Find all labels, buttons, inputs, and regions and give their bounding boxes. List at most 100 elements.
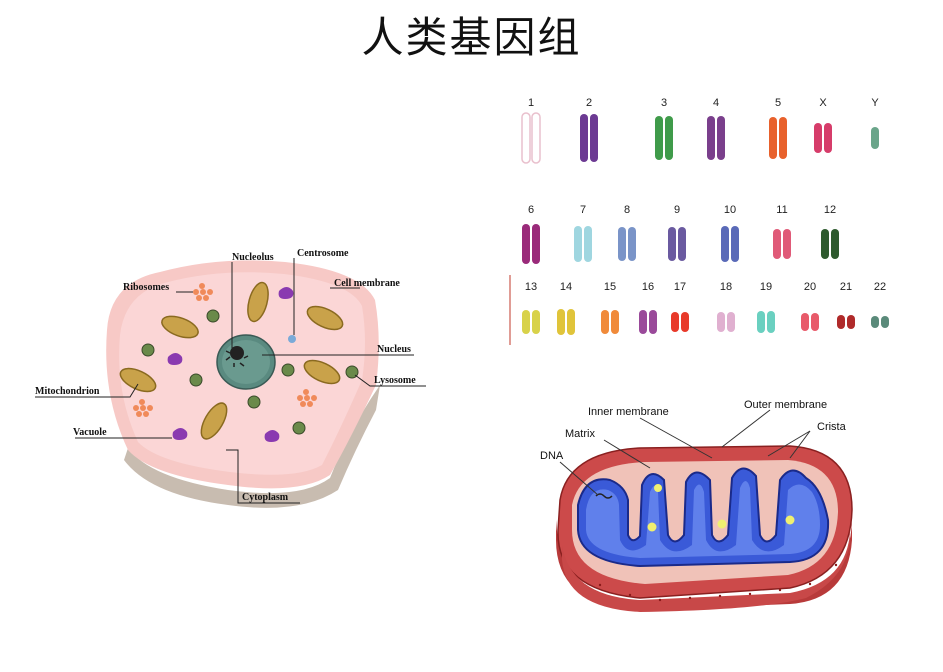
chromatid <box>557 309 565 335</box>
chromatid <box>801 313 809 331</box>
label-ribosomes: Ribosomes <box>123 282 169 293</box>
chromosome-number: 16 <box>642 281 654 293</box>
chromosome-pair <box>871 316 889 328</box>
chromatid <box>757 311 765 333</box>
label-cell-membrane: Cell membrane <box>334 278 400 289</box>
chromatid <box>847 315 855 329</box>
chromatid <box>639 310 647 334</box>
chromatid <box>717 116 725 160</box>
chromatid <box>522 224 530 264</box>
chromatid <box>678 227 686 261</box>
chromosome-number: 4 <box>713 97 719 109</box>
chromatid <box>824 123 832 153</box>
chromosome-pair <box>801 313 819 331</box>
chromosome-pair <box>668 227 686 261</box>
chromatid <box>601 310 609 334</box>
label-inner-membrane: Inner membrane <box>588 406 669 418</box>
chromosome-number: 5 <box>775 97 781 109</box>
centrosome <box>288 335 296 343</box>
chromosome-number: 2 <box>586 97 592 109</box>
chromosome-number: 9 <box>674 204 680 216</box>
chromosome-pair <box>557 309 575 335</box>
chromosome-number: 17 <box>674 281 686 293</box>
chromosome-number: 14 <box>560 281 572 293</box>
chromosome-pair <box>601 310 619 334</box>
label-lysosome: Lysosome <box>374 375 416 386</box>
chromatid <box>628 227 636 261</box>
chromatid <box>814 123 822 153</box>
chromatid <box>837 315 845 329</box>
chromatid <box>769 117 777 159</box>
chromatid <box>590 114 598 162</box>
chromosome-pair <box>522 310 540 334</box>
chromosome-number: 7 <box>580 204 586 216</box>
chromosome-number: 13 <box>525 281 537 293</box>
chromatid <box>721 226 729 262</box>
chromosome-number: 20 <box>804 281 816 293</box>
chromatid <box>871 316 879 328</box>
chromatid <box>767 311 775 333</box>
chromatid <box>522 310 530 334</box>
ribosome-clusters <box>133 283 317 417</box>
chromatid <box>871 127 879 149</box>
chromosome-pair <box>871 127 879 149</box>
chromatid <box>783 229 791 259</box>
chromosome-number: 21 <box>840 281 852 293</box>
chromosome-pair <box>837 315 855 329</box>
chromatid <box>668 227 676 261</box>
chromosome-number: 10 <box>724 204 736 216</box>
chromosome-number: 12 <box>824 204 836 216</box>
chromatid <box>655 116 663 160</box>
chromosome-pair <box>639 310 657 334</box>
chromosome-number: 19 <box>760 281 772 293</box>
chromatid <box>531 112 541 164</box>
chromosome-pair <box>574 226 592 262</box>
chromatid <box>717 312 725 332</box>
chromosome-number: 15 <box>604 281 616 293</box>
chromosome-pair <box>769 117 787 159</box>
chromosome-pair <box>821 229 839 259</box>
chromosome-number: 18 <box>720 281 732 293</box>
chromosome-number: 8 <box>624 204 630 216</box>
chromosome-pair <box>707 116 725 160</box>
mitochondria-group <box>119 281 344 440</box>
chromatid <box>611 310 619 334</box>
chromatid <box>580 114 588 162</box>
chromatid <box>779 117 787 159</box>
chromosome-number: 11 <box>776 204 787 216</box>
chromatid <box>649 310 657 334</box>
chromosome-number: 1 <box>528 97 534 109</box>
chromatid <box>532 310 540 334</box>
lysosome-group <box>141 309 359 435</box>
chromatid <box>618 227 626 261</box>
chromosome-pair <box>717 312 735 332</box>
chromatid <box>707 116 715 160</box>
chromosome-number: 3 <box>661 97 667 109</box>
dna-strand <box>595 493 613 499</box>
chromatid <box>821 229 829 259</box>
label-nucleus: Nucleus <box>377 344 411 355</box>
label-nucleolus: Nucleolus <box>232 252 274 263</box>
chromosome-pair <box>618 227 636 261</box>
chromatid <box>681 312 689 332</box>
chromatid <box>521 112 531 164</box>
chromatid <box>567 309 575 335</box>
chromosome-pair <box>671 312 689 332</box>
chromatid <box>584 226 592 262</box>
label-centrosome: Centrosome <box>297 248 349 259</box>
chromosome-number: 6 <box>528 204 534 216</box>
label-dna: DNA <box>540 450 564 462</box>
chromatid <box>532 224 540 264</box>
chromatid <box>727 312 735 332</box>
chromatid <box>665 116 673 160</box>
chromosome-pair <box>814 123 832 153</box>
page-title: 人类基因组 <box>361 13 582 62</box>
chromatid <box>574 226 582 262</box>
vacuole-group <box>167 287 294 442</box>
chromosome-pair <box>757 311 775 333</box>
label-outer-membrane: Outer membrane <box>744 399 827 411</box>
chromosome-number: X <box>819 97 827 109</box>
chromosome-pair <box>522 224 540 264</box>
